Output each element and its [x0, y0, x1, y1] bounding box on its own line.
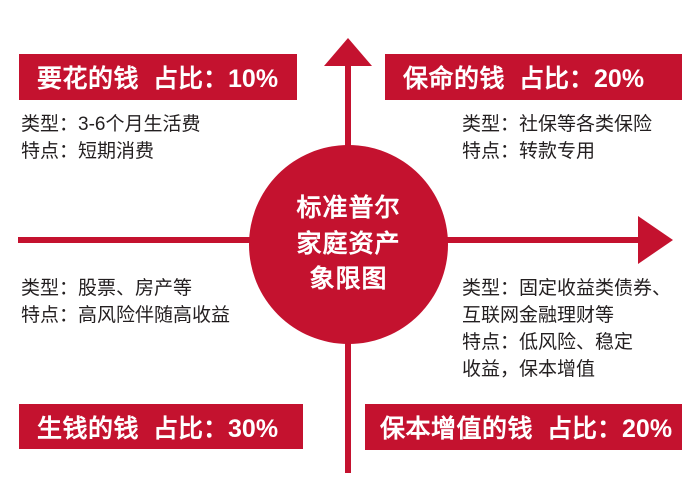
quadrant-banner-bottom-right: 保本增值的钱 占比：20% — [365, 404, 682, 450]
quadrant-percent-bottom-left: 占比：30% — [153, 414, 279, 443]
detail-line: 特点：短期消费 — [21, 140, 155, 162]
detail-line: 类型：3-6个月生活费 — [21, 114, 201, 135]
detail-line: 收益，保本增值 — [462, 358, 596, 380]
detail-line: 类型：社保等各类保险 — [462, 114, 653, 135]
arrow-right-icon — [638, 216, 673, 264]
quadrant-title-top-right: 保命的钱 — [403, 65, 506, 93]
quadrant-banner-top-right: 保命的钱 占比：20% — [385, 54, 682, 100]
quadrant-details-bottom-right: 类型：固定收益类债券、 互联网金融理财等 特点：低风险、稳定 收益，保本增值 — [462, 276, 671, 384]
quadrant-percent-bottom-right: 占比：20% — [547, 415, 673, 443]
quadrant-title-bottom-right: 保本增值的钱 — [380, 415, 534, 443]
center-line-3: 象限图 — [309, 265, 388, 294]
arrow-up-icon — [324, 38, 372, 66]
quadrant-title-top-left: 要花的钱 — [37, 65, 140, 93]
detail-line: 特点：转款专用 — [462, 140, 596, 162]
quadrant-details-bottom-left: 类型：股票、房产等 特点：高风险伴随高收益 — [21, 276, 230, 330]
quadrant-details-top-right: 类型：社保等各类保险 特点：转款专用 — [462, 112, 652, 166]
quadrant-title-bottom-left: 生钱的钱 — [37, 414, 140, 443]
detail-line: 类型：固定收益类债券、 — [462, 278, 672, 299]
quadrant-banner-bottom-left: 生钱的钱 占比：30% — [19, 404, 303, 449]
quadrant-percent-top-left: 占比：10% — [153, 65, 279, 93]
center-line-2: 家庭资产 — [296, 229, 401, 258]
quadrant-banner-top-left: 要花的钱 占比：10% — [19, 54, 297, 100]
quadrant-percent-top-right: 占比：20% — [519, 65, 645, 93]
detail-line: 特点：低风险、稳定 — [462, 331, 634, 353]
detail-line: 类型：股票、房产等 — [21, 278, 193, 299]
center-circle-label: 标准普尔 家庭资产 象限图 — [249, 145, 448, 344]
quadrant-details-top-left: 类型：3-6个月生活费 特点：短期消费 — [21, 112, 200, 166]
detail-line: 互联网金融理财等 — [462, 304, 615, 326]
detail-line: 特点：高风险伴随高收益 — [21, 304, 231, 326]
center-line-1: 标准普尔 — [296, 194, 401, 223]
